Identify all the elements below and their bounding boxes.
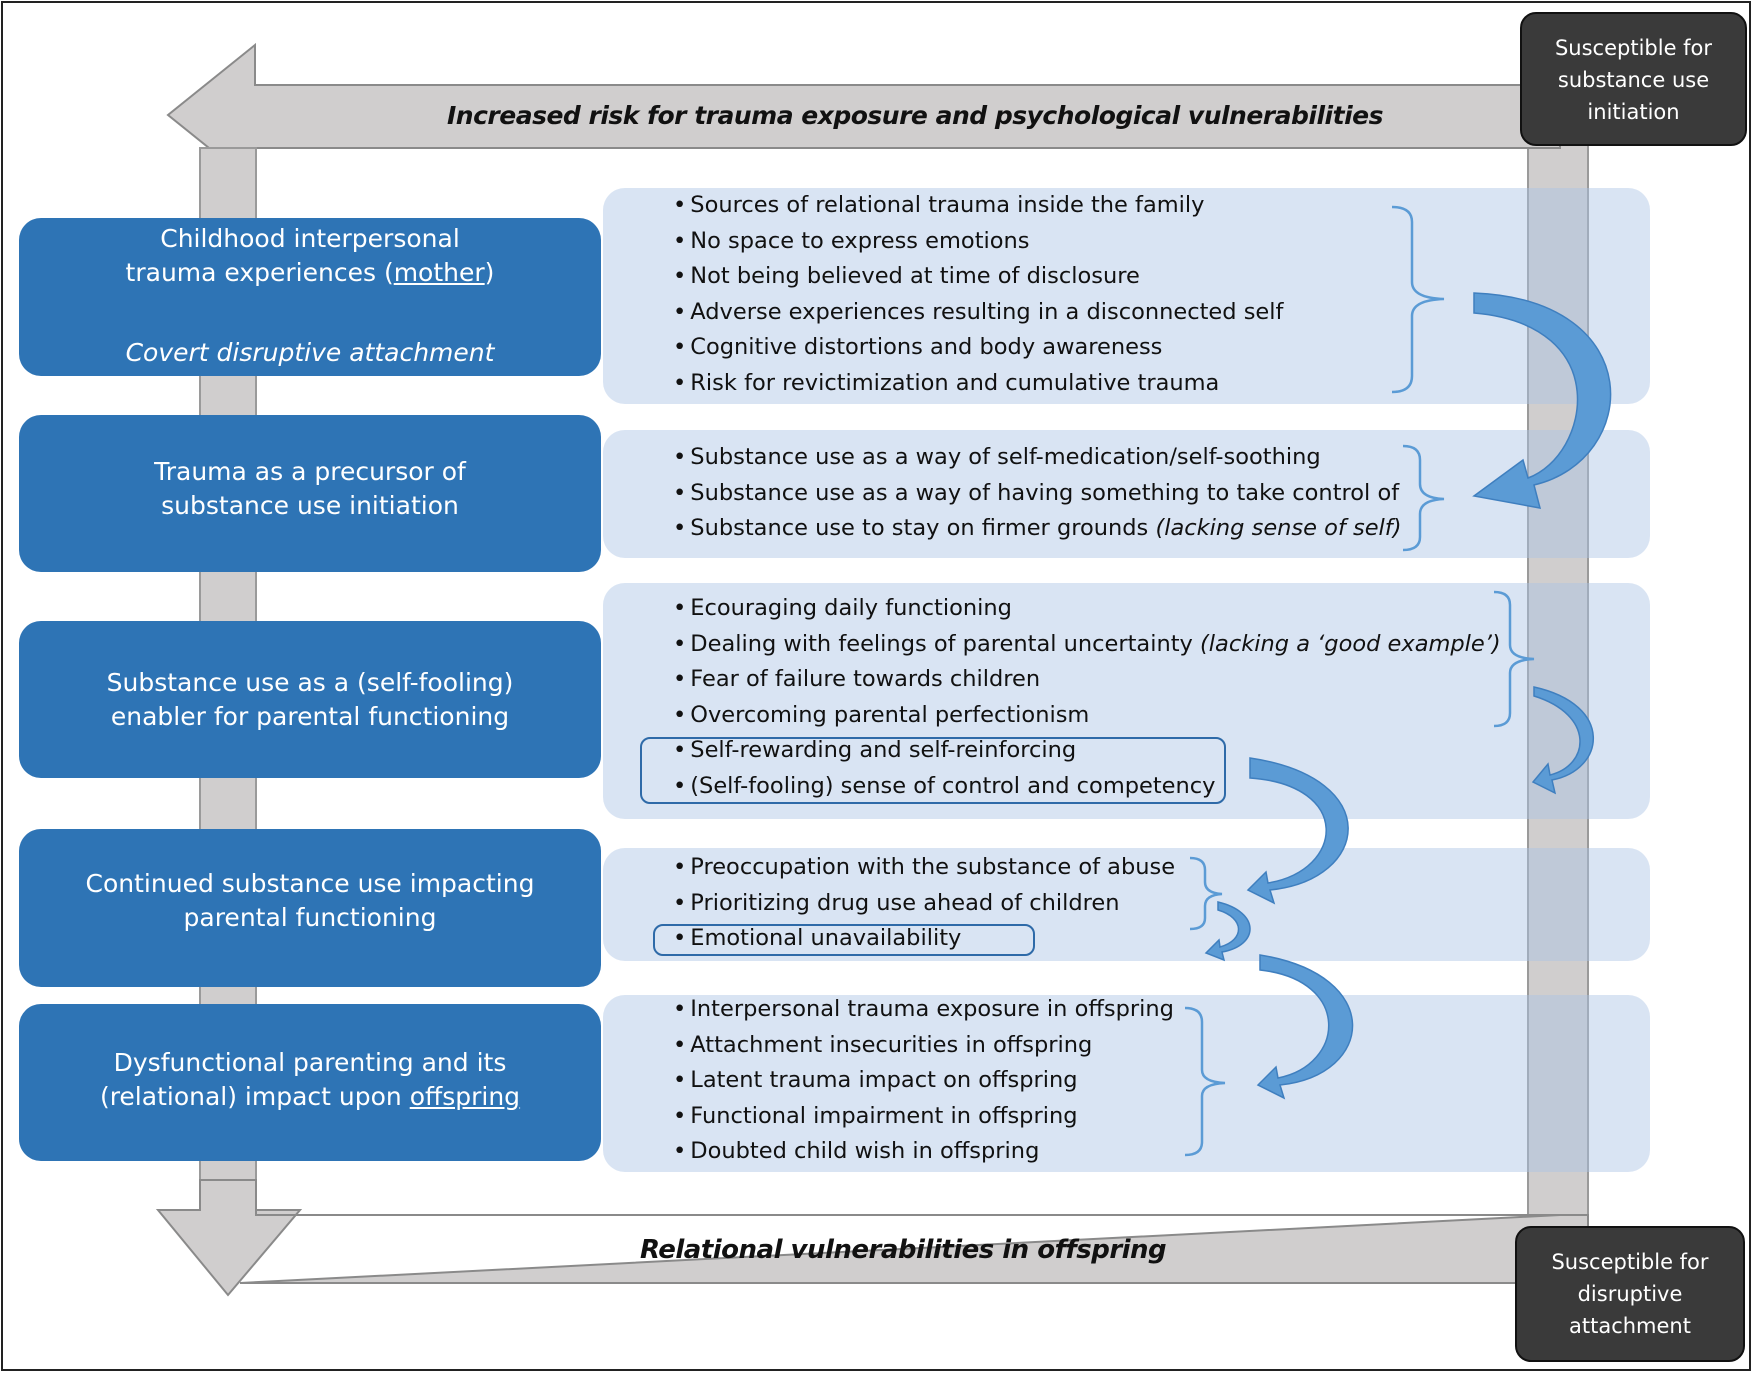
highlight-emotional-unavailability [653, 924, 1035, 956]
corner-bottom-line2: disruptive [1577, 1282, 1683, 1306]
corner-top-line1: Susceptible for [1554, 36, 1713, 60]
theme-item: Not being believed at time of disclosure [673, 259, 1283, 295]
highlight-self-rewarding [640, 737, 1226, 804]
themes-stage4: Preoccupation with the substance of abus… [673, 850, 1175, 957]
theme-item: Substance use as a way of having somethi… [673, 476, 1402, 512]
stage-5-line2: (relational) impact upon offspring [99, 1082, 521, 1111]
stage-1-line2: trauma experiences (mother) [125, 258, 495, 287]
themes-stage5: Interpersonal trauma exposure in offspri… [673, 992, 1174, 1170]
curved-arrow-3 [1246, 757, 1349, 905]
themes-stage1: Sources of relational trauma inside the … [673, 188, 1283, 401]
theme-item: Latent trauma impact on offspring [673, 1063, 1174, 1099]
bracket-stage2 [1402, 444, 1445, 552]
corner-box-substance-initiation: Susceptible for substance use initiation [1520, 12, 1747, 146]
stage-1-subtitle: Covert disruptive attachment [125, 338, 495, 367]
stage-2-line1: Trauma as a precursor of [154, 457, 466, 486]
theme-item: Dealing with feelings of parental uncert… [673, 627, 1500, 663]
theme-item: Sources of relational trauma inside the … [673, 188, 1283, 224]
theme-item: Cognitive distortions and body awareness [673, 330, 1283, 366]
stage-2-line2: substance use initiation [161, 491, 459, 520]
stage-1-line1: Childhood interpersonal [160, 224, 460, 253]
theme-item: Prioritizing drug use ahead of children [673, 886, 1175, 922]
curved-arrow-5 [1256, 954, 1354, 1100]
corner-bottom-line1: Susceptible for [1551, 1250, 1709, 1274]
theme-item: No space to express emotions [673, 224, 1283, 260]
bracket-stage3 [1493, 590, 1535, 728]
theme-item: Interpersonal trauma exposure in offspri… [673, 992, 1174, 1028]
theme-item: Overcoming parental perfectionism [673, 698, 1501, 734]
curved-arrow-4 [1204, 901, 1251, 962]
theme-item: Functional impairment in offspring [673, 1099, 1174, 1135]
theme-item: Substance use as a way of self-medicatio… [673, 440, 1402, 476]
stage-4-line2: parental functioning [183, 903, 437, 932]
theme-item: Doubted child wish in offspring [673, 1134, 1174, 1170]
stage-3-line1: Substance use as a (self-fooling) [106, 668, 514, 697]
stage-1-box: Childhood interpersonal trauma experienc… [19, 218, 601, 376]
theme-item: Preoccupation with the substance of abus… [673, 850, 1175, 886]
stage-3-box: Substance use as a (self-fooling) enable… [19, 621, 601, 778]
theme-item: Fear of failure towards children [673, 662, 1501, 698]
corner-bottom-line3: attachment [1569, 1314, 1691, 1338]
stage-5-line1: Dysfunctional parenting and its [113, 1048, 507, 1077]
theme-item: Emotional unavailability [673, 921, 1175, 957]
corner-top-line3: initiation [1587, 100, 1680, 124]
theme-item: (Self-fooling) sense of control and comp… [673, 769, 1501, 805]
theme-item: Risk for revictimization and cumulative … [673, 366, 1283, 402]
stage-4-line1: Continued substance use impacting [85, 869, 535, 898]
themes-stage3: Ecouraging daily functioningDealing with… [673, 591, 1501, 805]
stage-3-line2: enabler for parental functioning [110, 702, 510, 731]
stage-5-box: Dysfunctional parenting and its (relatio… [19, 1004, 601, 1161]
curved-arrow-1 [1472, 292, 1612, 509]
theme-item: Ecouraging daily functioning [673, 591, 1501, 627]
corner-top-line2: substance use [1557, 68, 1710, 92]
bracket-stage1 [1391, 205, 1445, 394]
bracket-stage5 [1184, 1006, 1226, 1157]
theme-item: Self-rewarding and self-reinforcing [673, 733, 1501, 769]
stage-2-box: Trauma as a precursor of substance use i… [19, 415, 601, 572]
top-arrow-label: Increased risk for trauma exposure and p… [447, 101, 1383, 130]
theme-item: Adverse experiences resulting in a disco… [673, 295, 1283, 331]
corner-box-disruptive-attachment: Susceptible for disruptive attachment [1515, 1226, 1745, 1362]
bottom-arrow-label: Relational vulnerabilities in offspring [640, 1235, 1167, 1265]
stage-4-box: Continued substance use impacting parent… [19, 829, 601, 987]
curved-arrow-2 [1531, 686, 1594, 795]
theme-item: Substance use to stay on firmer grounds … [673, 511, 1401, 547]
theme-item: Attachment insecurities in offspring [673, 1028, 1174, 1064]
bracket-stage4 [1189, 856, 1223, 931]
themes-stage2: Substance use as a way of self-medicatio… [673, 440, 1402, 547]
